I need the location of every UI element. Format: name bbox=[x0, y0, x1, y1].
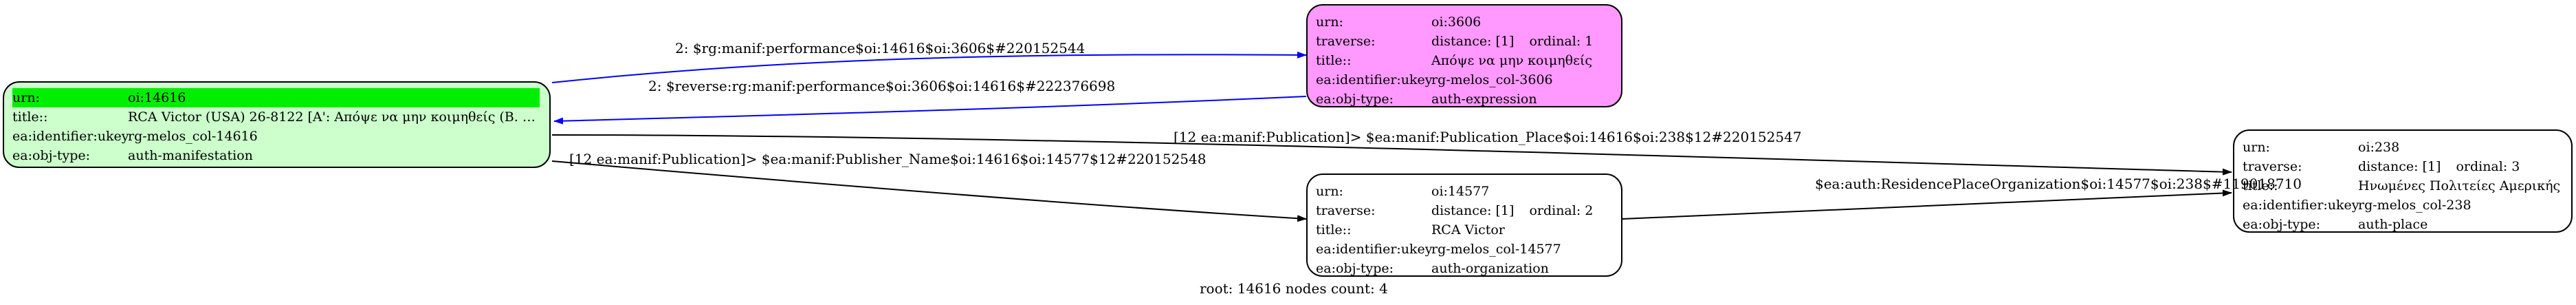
node-value: RCA Victor (USA) 26-8122 [Α': Απόψε να μ… bbox=[128, 109, 540, 125]
edge-label-residence-place: $ea:auth:ResidencePlaceOrganization$oi:1… bbox=[1815, 176, 2302, 192]
node-value: Απόψε να μην κοιμηθείς bbox=[1431, 53, 1593, 68]
node-value: distance: [1] bbox=[2358, 159, 2441, 174]
node-value: oi:238 bbox=[2358, 140, 2400, 155]
node-value: distance: [1] bbox=[1431, 203, 1515, 218]
node-value: rg-melos_col-14616 bbox=[128, 129, 258, 144]
node-key: ea:identifier:ukey bbox=[2243, 198, 2359, 213]
node-key: title:: bbox=[2243, 178, 2278, 193]
node-row: ea:obj-type: auth-organization bbox=[1316, 259, 1611, 278]
node-key: ea:identifier:ukey bbox=[12, 129, 129, 144]
node-row: urn: oi:14616 bbox=[12, 88, 540, 107]
node-key: urn: bbox=[12, 90, 40, 105]
node-key: ea:obj-type: bbox=[2243, 217, 2321, 232]
edge-label-reverse-performance: 2: $reverse:rg:manif:performance$oi:3606… bbox=[648, 78, 1116, 94]
edge-label-publisher-name: [12 ea:manif:Publication]> $ea:manif:Pub… bbox=[569, 151, 1207, 167]
node-key: urn: bbox=[1316, 14, 1343, 30]
edge-label-publication-place: [12 ea:manif:Publication]> $ea:manif:Pub… bbox=[1174, 129, 1802, 145]
node-value: auth-expression bbox=[1431, 92, 1537, 107]
edge-14616-to-14577 bbox=[551, 160, 1307, 222]
node-ordinal: ordinal: 1 bbox=[1529, 34, 1594, 49]
node-row: title::RCA Victor (USA) 26-8122 [Α': Από… bbox=[12, 107, 540, 127]
node-ordinal: ordinal: 3 bbox=[2456, 159, 2520, 174]
node-238[interactable]: urn: oi:238 traverse: distance: [1] ordinal… bbox=[2233, 129, 2573, 233]
node-row: ea:obj-type: auth-place bbox=[2243, 215, 2562, 234]
graph-footer: root: 14616 nodes count: 4 bbox=[1200, 280, 1388, 297]
node-row: title::RCA Victor bbox=[1316, 220, 1611, 240]
node-key: ea:identifier:ukey bbox=[1316, 72, 1433, 87]
node-key: traverse: bbox=[2243, 159, 2302, 174]
node-value: rg-melos_col-14577 bbox=[1431, 242, 1561, 257]
node-value: oi:14616 bbox=[128, 90, 186, 105]
node-3606[interactable]: urn: oi:3606 traverse: distance: [1] ordina… bbox=[1306, 4, 1622, 107]
node-key: ea:obj-type: bbox=[1316, 261, 1394, 276]
node-key: ea:identifier:ukey bbox=[1316, 242, 1433, 257]
node-key: traverse: bbox=[1316, 34, 1376, 49]
node-value: Ηνωμένες Πολιτείες Αμερικής bbox=[2358, 178, 2561, 193]
node-row: title::Ηνωμένες Πολιτείες Αμερικής bbox=[2243, 176, 2562, 196]
node-row: urn: oi:3606 bbox=[1316, 12, 1611, 32]
edge-label-performance: 2: $rg:manif:performance$oi:14616$oi:360… bbox=[675, 40, 1086, 56]
node-row: traverse: distance: [1] ordinal: 3 bbox=[2243, 157, 2562, 176]
node-value: oi:3606 bbox=[1431, 14, 1482, 30]
node-value: auth-organization bbox=[1431, 261, 1549, 276]
node-14616[interactable]: urn: oi:14616 title::RCA Victor (USA) 26-… bbox=[3, 81, 551, 168]
node-row: traverse: distance: [1] ordinal: 2 bbox=[1316, 201, 1611, 220]
node-key: ea:obj-type: bbox=[12, 148, 91, 163]
node-value: oi:14577 bbox=[1431, 184, 1490, 199]
node-value: distance: [1] bbox=[1431, 34, 1515, 49]
node-value: auth-manifestation bbox=[128, 148, 253, 163]
edge-14616-to-3606 bbox=[551, 51, 1307, 83]
edge-14616-to-238 bbox=[551, 134, 2232, 176]
node-key: title:: bbox=[1316, 53, 1352, 68]
node-row: traverse: distance: [1] ordinal: 1 bbox=[1316, 32, 1611, 51]
node-14577[interactable]: urn: oi:14577 traverse: distance: [1] ordin… bbox=[1306, 173, 1622, 277]
node-key: traverse: bbox=[1316, 203, 1376, 218]
node-row: ea:obj-type: auth-manifestation bbox=[12, 146, 540, 165]
node-ordinal: ordinal: 2 bbox=[1529, 203, 1594, 218]
node-row: urn: oi:238 bbox=[2243, 138, 2562, 157]
node-row: title::Απόψε να μην κοιμηθείς bbox=[1316, 51, 1611, 70]
node-value: rg-melos_col-238 bbox=[2358, 198, 2472, 213]
node-key: title:: bbox=[1316, 222, 1352, 238]
edge-14577-to-238 bbox=[1622, 189, 2232, 220]
edge-3606-to-14616 bbox=[553, 96, 1307, 125]
node-row: ea:obj-type: auth-expression bbox=[1316, 90, 1611, 109]
node-row: urn: oi:14577 bbox=[1316, 182, 1611, 201]
node-value: rg-melos_col-3606 bbox=[1431, 72, 1553, 87]
node-value: auth-place bbox=[2358, 217, 2428, 232]
node-key: ea:obj-type: bbox=[1316, 92, 1394, 107]
node-key: urn: bbox=[1316, 184, 1343, 199]
node-key: urn: bbox=[2243, 140, 2270, 155]
node-value: RCA Victor bbox=[1431, 222, 1505, 238]
node-key: title:: bbox=[12, 109, 48, 125]
